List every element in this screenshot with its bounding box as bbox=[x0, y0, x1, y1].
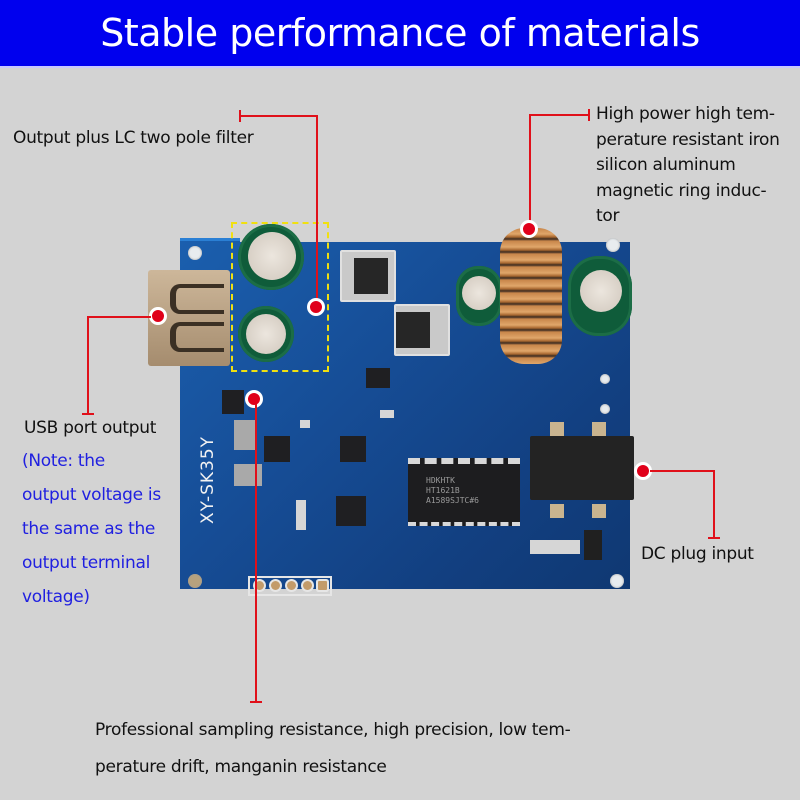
callout-dot bbox=[307, 298, 325, 316]
page-title: Stable performance of materials bbox=[100, 11, 700, 55]
mounting-hole bbox=[188, 574, 202, 588]
dc-plug-label: DC plug input bbox=[641, 544, 754, 564]
usb-label: USB port output bbox=[24, 418, 157, 438]
sampling-label: Professional sampling resistance, high p… bbox=[95, 720, 571, 777]
header-pin bbox=[318, 581, 327, 590]
dc-jack-pad bbox=[550, 504, 564, 518]
callout-line bbox=[87, 316, 89, 414]
mounting-hole bbox=[606, 238, 620, 252]
pin-header bbox=[248, 576, 332, 596]
header-pin bbox=[255, 581, 264, 590]
header-pin bbox=[303, 581, 312, 590]
smd-component bbox=[296, 500, 306, 530]
smd-component bbox=[300, 420, 310, 428]
callout-line bbox=[255, 404, 257, 702]
capacitor-top bbox=[248, 232, 296, 280]
callout-line bbox=[239, 110, 241, 122]
callout-dot bbox=[245, 390, 263, 408]
callout-line bbox=[240, 115, 318, 117]
callout-line bbox=[316, 115, 318, 305]
smd-component bbox=[234, 420, 256, 450]
callout-dot bbox=[520, 220, 538, 238]
smd-component bbox=[380, 410, 394, 418]
mosfet-body bbox=[354, 258, 388, 294]
callout-line bbox=[588, 109, 590, 121]
usb-slot bbox=[170, 284, 224, 314]
toroid-inductor bbox=[500, 228, 562, 364]
via-hole bbox=[600, 374, 610, 384]
ic-chip bbox=[340, 436, 366, 462]
via-hole bbox=[600, 404, 610, 414]
callout-line bbox=[713, 470, 715, 538]
dc-jack-pad bbox=[550, 422, 564, 436]
lcd-driver-chip: HDKHTK HT1621B A1589SJTC#6 bbox=[408, 458, 520, 526]
ic-chip bbox=[336, 496, 366, 526]
chip-marking: HDKHTK HT1621B A1589SJTC#6 bbox=[426, 476, 479, 505]
dc-jack-pad bbox=[592, 504, 606, 518]
inductor-label: High power high tem- perature resistant … bbox=[596, 104, 780, 226]
mosfet-body bbox=[396, 312, 430, 348]
board-silkscreen: XY-SK35Y bbox=[198, 435, 219, 525]
lc-filter-label: Output plus LC two pole filter bbox=[13, 128, 254, 148]
callout-dot bbox=[149, 307, 167, 325]
smd-component bbox=[234, 464, 262, 486]
usb-slot bbox=[170, 322, 224, 352]
capacitor-top bbox=[246, 314, 286, 354]
mounting-hole bbox=[610, 574, 624, 588]
capacitor-top bbox=[462, 276, 496, 310]
usb-note: (Note: the output voltage is the same as… bbox=[22, 451, 161, 607]
capacitor-top bbox=[580, 270, 622, 312]
callout-line bbox=[529, 114, 531, 224]
ic-chip bbox=[366, 368, 390, 388]
mounting-hole bbox=[188, 246, 202, 260]
callout-line bbox=[82, 413, 94, 415]
callout-line bbox=[87, 316, 151, 318]
board-notch bbox=[240, 232, 630, 242]
callout-line bbox=[250, 701, 262, 703]
header-pin bbox=[271, 581, 280, 590]
smd-component bbox=[584, 530, 602, 560]
title-banner: Stable performance of materials bbox=[0, 0, 800, 68]
dc-jack-pad bbox=[592, 422, 606, 436]
header-pin bbox=[287, 581, 296, 590]
ic-chip bbox=[264, 436, 290, 462]
dc-jack bbox=[530, 436, 634, 500]
callout-line bbox=[708, 537, 720, 539]
lc-filter-highlight bbox=[231, 222, 329, 372]
ic-chip bbox=[222, 390, 244, 414]
smd-component bbox=[530, 540, 580, 554]
callout-line bbox=[650, 470, 714, 472]
callout-line bbox=[529, 114, 589, 116]
